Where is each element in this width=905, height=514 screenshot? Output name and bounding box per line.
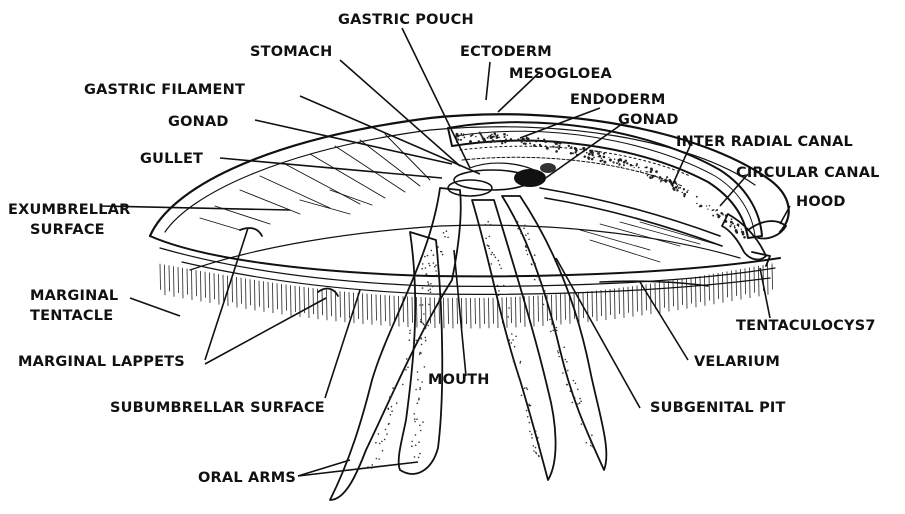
label-inter-radial-canal: INTER RADIAL CANAL <box>676 134 853 150</box>
label-subgenital-pit: SUBGENITAL PIT <box>650 400 786 416</box>
label-endoderm: ENDODERM <box>570 92 666 108</box>
subumbrella <box>190 225 740 270</box>
label-marginal-tentacle-2: TENTACLE <box>30 308 113 324</box>
label-velarium: VELARIUM <box>694 354 780 370</box>
marginal-lappet-1 <box>240 228 262 236</box>
label-gonad-right: GONAD <box>618 112 679 128</box>
label-marginal-lappets: MARGINAL LAPPETS <box>18 354 185 370</box>
label-mesogloea: MESOGLOEA <box>509 66 613 82</box>
subumbrellar-striations <box>580 222 715 262</box>
jellyfish-illustration <box>150 114 789 500</box>
gonad <box>514 169 546 187</box>
label-gastric-pouch: GASTRIC POUCH <box>338 12 474 28</box>
label-circular-canal: CIRCULAR CANAL <box>736 165 880 181</box>
label-stomach: STOMACH <box>250 44 333 60</box>
label-gonad-left: GONAD <box>168 114 229 130</box>
label-mouth: MOUTH <box>428 372 490 388</box>
bell-rim <box>150 236 780 276</box>
label-gastric-filament: GASTRIC FILAMENT <box>84 82 245 98</box>
label-marginal-tentacle-1: MARGINAL <box>30 288 118 304</box>
label-exumbrellar-1: EXUMBRELLAR <box>8 202 130 218</box>
label-tentaculocyst: TENTACULOCYS7 <box>736 318 876 334</box>
label-oral-arms: ORAL ARMS <box>198 470 296 486</box>
label-ectoderm: ECTODERM <box>460 44 552 60</box>
label-hood: HOOD <box>796 194 846 210</box>
labels: GASTRIC POUCH ECTODERM STOMACH MESOGLOEA… <box>8 12 880 486</box>
label-exumbrellar-2: SURFACE <box>30 222 105 238</box>
marginal-tentacle-fringe <box>160 263 773 328</box>
oral-arms <box>330 188 606 500</box>
marginal-lappet-2 <box>318 289 338 296</box>
label-gullet: GULLET <box>140 151 203 167</box>
label-subumbrellar-surface: SUBUMBRELLAR SURFACE <box>110 400 325 416</box>
